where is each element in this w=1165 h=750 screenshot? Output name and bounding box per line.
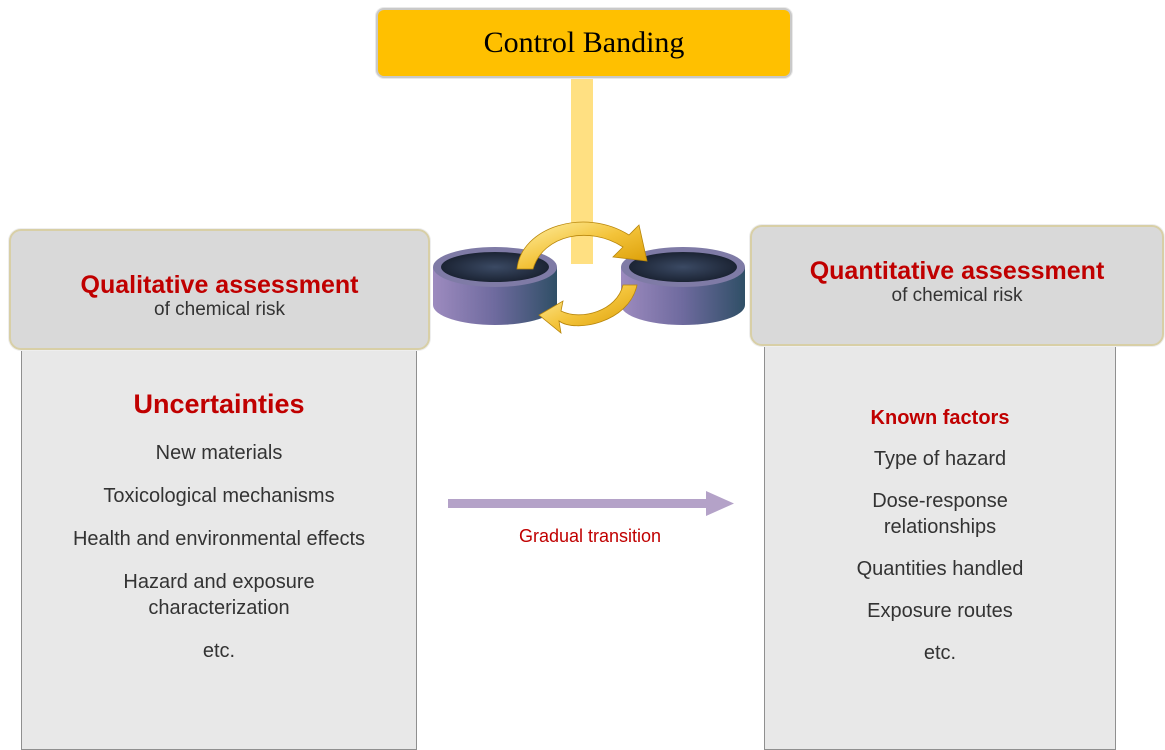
quantitative-header-box: Quantitative assessment of chemical risk bbox=[750, 225, 1164, 346]
list-item: Quantities handled bbox=[856, 558, 1024, 580]
list-item: etc. bbox=[202, 640, 236, 662]
quantitative-header: Quantitative assessment bbox=[809, 257, 1105, 285]
uncertainties-heading: Uncertainties bbox=[133, 389, 305, 419]
qualitative-panel bbox=[21, 330, 417, 750]
diagram-title: Control Banding bbox=[483, 26, 685, 59]
known-factors-heading: Known factors bbox=[870, 407, 1010, 429]
transition-label: Gradual transition bbox=[518, 526, 662, 546]
list-item: New materials bbox=[155, 442, 283, 464]
transition-arrow bbox=[448, 491, 734, 516]
list-item: etc. bbox=[923, 642, 957, 664]
list-item: Hazard and exposure characterization bbox=[123, 571, 315, 619]
list-item: Toxicological mechanisms bbox=[103, 485, 335, 507]
cycle-arrow-bottom bbox=[538, 284, 638, 334]
list-item: Dose-response relationships bbox=[872, 490, 1008, 538]
cycle-arrow-top bbox=[516, 221, 648, 270]
list-item: Exposure routes bbox=[867, 600, 1013, 622]
quantitative-panel bbox=[764, 330, 1116, 750]
right-ring bbox=[621, 247, 745, 325]
qualitative-header-box: Qualitative assessment of chemical risk bbox=[9, 229, 430, 350]
title-box: Control Banding bbox=[376, 8, 792, 78]
title-connector bbox=[571, 78, 593, 264]
list-item: Type of hazard bbox=[873, 448, 1007, 470]
quantitative-subheader: of chemical risk bbox=[891, 285, 1023, 306]
list-item: Health and environmental effects bbox=[72, 528, 366, 550]
linked-rings-icon bbox=[433, 221, 745, 334]
qualitative-subheader: of chemical risk bbox=[154, 299, 285, 320]
qualitative-header: Qualitative assessment bbox=[80, 271, 359, 299]
uncertainties-list: Uncertainties New materials Toxicologica… bbox=[21, 388, 417, 681]
left-ring bbox=[433, 247, 557, 325]
known-factors-list: Known factors Type of hazard Dose-respon… bbox=[764, 405, 1116, 682]
